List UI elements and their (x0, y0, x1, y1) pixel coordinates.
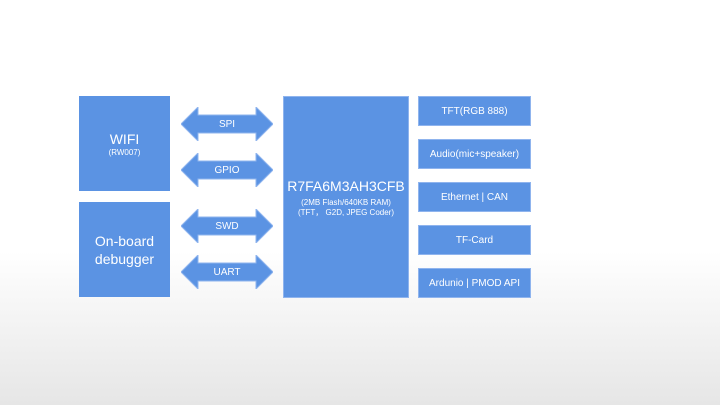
arrow-label-uart: UART (213, 266, 241, 278)
peripheral-ardunio-pmod: Ardunio | PMOD API (418, 268, 531, 298)
peripheral-ethernet-can: Ethernet | CAN (418, 182, 531, 212)
double-arrow-icon (181, 255, 273, 289)
debugger-title-line2: debugger (94, 250, 155, 267)
double-arrow-icon (181, 107, 273, 141)
arrow-label-spi: SPI (218, 118, 236, 130)
double-arrow-icon (181, 153, 273, 187)
mcu-title: R7FA6M3AH3CFB (287, 177, 405, 194)
arrow-label-swd: SWD (215, 220, 239, 232)
arrow-spi: SPI (181, 107, 273, 141)
mcu-block: R7FA6M3AH3CFB (2MB Flash/640KB RAM) (TFT… (283, 96, 409, 298)
arrow-label-gpio: GPIO (214, 164, 240, 176)
wifi-title: WIFI (109, 130, 140, 147)
debugger-title-line1: On-board (94, 232, 155, 249)
arrow-swd: SWD (181, 209, 273, 243)
double-arrow-icon (181, 209, 273, 243)
debugger-block: On-board debugger (79, 202, 170, 297)
arrow-uart: UART (181, 255, 273, 289)
wifi-block: WIFI (RW007) (79, 96, 170, 191)
peripheral-tf-card: TF-Card (418, 225, 531, 255)
mcu-spec-features: (TFT， G2D, JPEG Coder) (297, 207, 394, 217)
peripheral-tft: TFT(RGB 888) (418, 96, 531, 126)
wifi-subtitle: (RW007) (108, 147, 141, 157)
mcu-spec-memory: (2MB Flash/640KB RAM) (301, 197, 391, 207)
peripheral-audio: Audio(mic+speaker) (418, 139, 531, 169)
arrow-gpio: GPIO (181, 153, 273, 187)
